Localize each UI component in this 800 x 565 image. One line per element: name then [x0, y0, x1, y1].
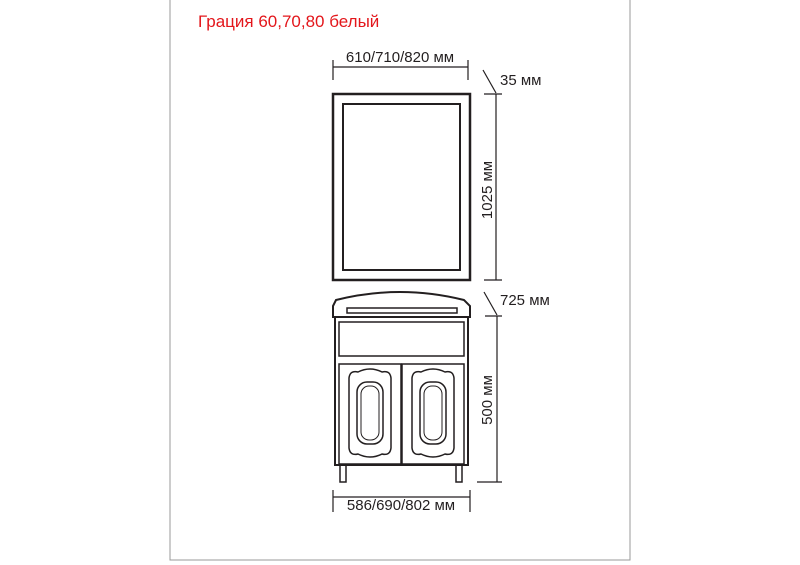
right-leg	[455, 464, 463, 483]
mirror-height-label: 1025 мм	[479, 161, 496, 219]
left-door	[338, 363, 402, 465]
mirror-height-dimension	[484, 93, 502, 281]
cabinet-width-label: 586/690/802 мм	[347, 497, 455, 514]
mirror-depth-dimension	[482, 69, 497, 94]
mirror	[331, 92, 472, 282]
product-title: Грация 60,70,80 белый	[198, 12, 379, 31]
cabinet-height-label: 500 мм	[479, 375, 496, 425]
cabinet-depth-label: 725 мм	[500, 292, 550, 309]
cabinet-width-dimension	[332, 490, 471, 512]
cabinet-depth-dimension	[483, 291, 498, 316]
left-leg	[339, 464, 347, 483]
vanity-cabinet	[332, 291, 471, 483]
right-door	[401, 363, 465, 465]
mirror-width-dimension	[332, 60, 469, 80]
page-frame	[169, 0, 631, 561]
cabinet-height-dimension	[477, 315, 502, 483]
mirror-depth-label: 35 мм	[500, 72, 541, 89]
mirror-width-label: 610/710/820 мм	[346, 49, 454, 66]
